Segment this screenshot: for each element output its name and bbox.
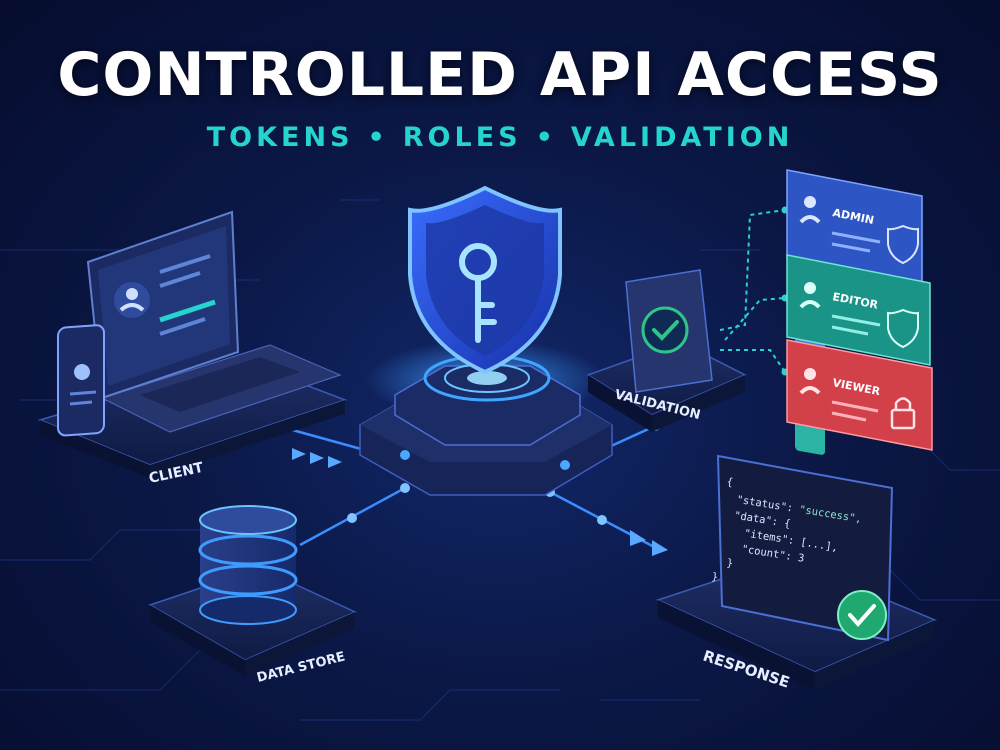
subtitle-validation: VALIDATION bbox=[570, 122, 794, 153]
check-circle-icon bbox=[641, 306, 689, 354]
page-subtitle: TOKENS • ROLES • VALIDATION bbox=[0, 122, 1000, 153]
subtitle-tokens: TOKENS bbox=[206, 122, 354, 153]
flow-arrows bbox=[292, 448, 668, 556]
editor-avatar-icon bbox=[795, 420, 825, 455]
phone-user-icon bbox=[74, 364, 90, 380]
validation-node bbox=[586, 269, 747, 432]
central-hub bbox=[359, 185, 613, 496]
lock-icon bbox=[890, 397, 916, 430]
subtitle-separator: • bbox=[535, 122, 557, 153]
response-node bbox=[655, 454, 937, 690]
success-check-icon bbox=[837, 590, 887, 640]
phone-device bbox=[57, 324, 105, 437]
role-connectors bbox=[719, 209, 786, 373]
page-title: CONTROLLED API ACCESS bbox=[57, 40, 943, 110]
shield-check-icon bbox=[887, 308, 919, 349]
shield-heart-icon bbox=[887, 224, 919, 265]
subtitle-separator: • bbox=[367, 122, 389, 153]
data-store-node bbox=[148, 505, 357, 676]
role-card-editor bbox=[786, 254, 931, 455]
subtitle-roles: ROLES bbox=[402, 122, 522, 153]
database-icon bbox=[198, 505, 298, 625]
key-icon bbox=[459, 243, 497, 343]
client-node bbox=[37, 210, 348, 478]
